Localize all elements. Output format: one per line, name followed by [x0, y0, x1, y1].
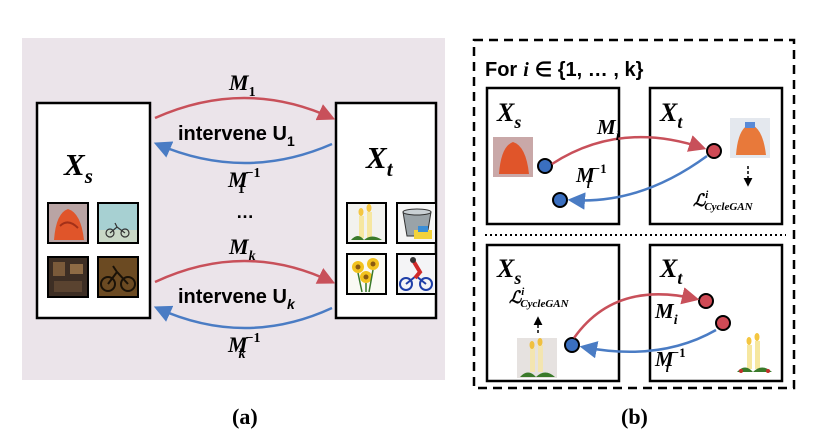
top-target-node-red — [706, 143, 722, 159]
source-image-shop-interior — [47, 256, 89, 298]
arrow-inverse-mk — [153, 305, 333, 330]
arrow-map-m1 — [154, 96, 336, 121]
top-source-image-backpack — [493, 137, 533, 177]
bottom-arrow-map — [572, 287, 700, 339]
bottom-label-map: Mi — [654, 299, 678, 328]
bottom-source-node-blue — [564, 337, 580, 353]
bottom-target-node-red-lower — [715, 315, 731, 331]
target-image-candles — [346, 202, 387, 244]
ellipsis: … — [236, 202, 254, 222]
caption-a: (a) — [232, 404, 258, 429]
target-domain-label: Xt — [365, 140, 394, 181]
bottom-source-label: Xs — [496, 254, 521, 288]
top-target-label: Xt — [659, 98, 683, 132]
top-label-map: Mi — [596, 115, 620, 144]
arrow-inverse-m1 — [153, 141, 333, 165]
label-map-mk: Mk — [228, 234, 256, 264]
bottom-arrow-inverse — [579, 328, 717, 359]
top-source-node-blue-upper — [537, 158, 553, 174]
target-image-cyclist — [396, 253, 437, 295]
top-target-image-translated-backpack — [730, 118, 770, 158]
caption-b: (b) — [621, 404, 648, 429]
label-intervene-u1: intervene U1 — [178, 123, 295, 149]
source-image-backpack — [47, 202, 89, 244]
bottom-target-label: Xt — [659, 254, 683, 288]
top-arrow-map — [551, 135, 707, 166]
source-image-bicycle-dark — [97, 256, 139, 298]
target-image-bucket — [396, 202, 437, 244]
label-map-m1: M1 — [228, 70, 256, 100]
bottom-target-image-candles — [734, 332, 774, 376]
top-source-label: Xs — [496, 98, 521, 132]
top-arrow-inverse — [567, 154, 708, 210]
source-image-bicycle-sky — [97, 202, 139, 244]
panel-a: Xs Xt — [22, 38, 445, 429]
source-domain-label: Xs — [63, 147, 93, 188]
label-intervene-uk: intervene Uk — [178, 286, 296, 312]
bottom-target-node-red-upper — [698, 293, 714, 309]
top-source-node-blue-lower — [552, 192, 568, 208]
target-image-sunflowers — [346, 253, 387, 295]
arrow-map-mk — [154, 259, 336, 284]
bottom-source-image-translated-candles — [517, 338, 557, 378]
